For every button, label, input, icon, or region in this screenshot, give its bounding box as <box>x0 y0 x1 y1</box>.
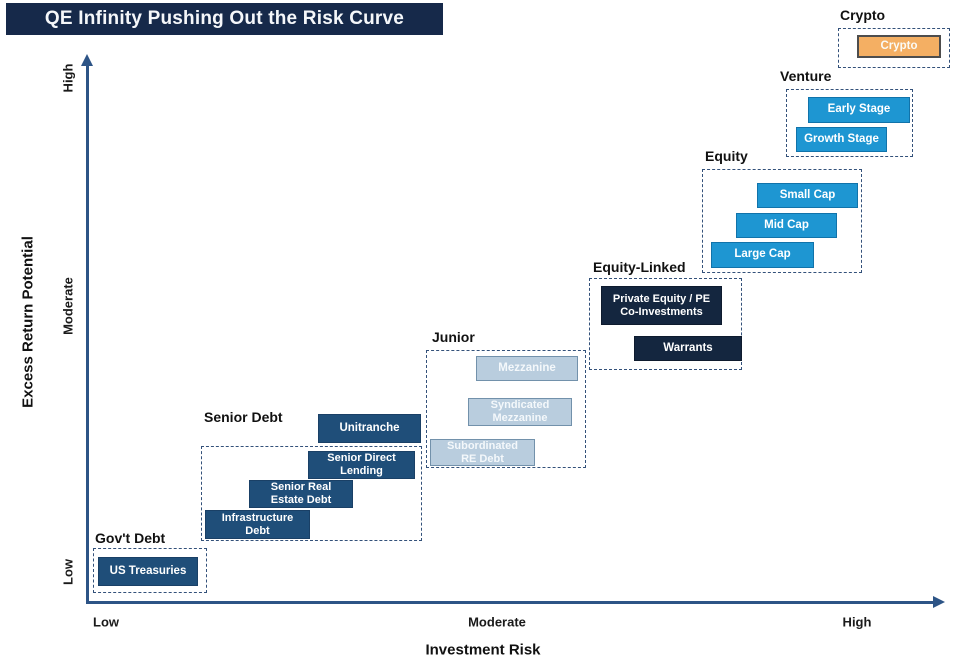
group-label-equity-linked: Equity-Linked <box>593 259 686 275</box>
x-axis-title: Investment Risk <box>425 641 541 659</box>
item-syndicated-mezzanine: Syndicated Mezzanine <box>468 398 572 426</box>
y-axis-title: Excess Return Potential <box>19 236 37 408</box>
y-tick-high: High <box>60 63 76 93</box>
item-private-equity-pe-co-investments: Private Equity / PE Co-Investments <box>601 286 722 325</box>
x-tick-low: Low <box>93 614 119 630</box>
item-mezzanine: Mezzanine <box>476 356 578 381</box>
item-growth-stage: Growth Stage <box>796 127 887 152</box>
y-axis-arrow-icon <box>81 54 93 66</box>
item-mid-cap: Mid Cap <box>736 213 837 238</box>
group-box-govt-debt <box>93 548 207 593</box>
item-small-cap: Small Cap <box>757 183 858 208</box>
y-axis-line <box>86 64 89 603</box>
group-label-junior: Junior <box>432 329 475 345</box>
item-crypto: Crypto <box>857 35 941 58</box>
item-early-stage: Early Stage <box>808 97 910 123</box>
group-box-junior <box>426 350 586 468</box>
x-axis-arrow-icon <box>933 596 945 608</box>
x-tick-high: High <box>842 614 872 630</box>
x-axis-line <box>86 601 935 604</box>
item-infrastructure-debt: Infrastructure Debt <box>205 510 310 539</box>
item-unitranche: Unitranche <box>318 414 421 443</box>
item-subordinated-re-debt: Subordinated RE Debt <box>430 439 535 466</box>
chart-title: QE Infinity Pushing Out the Risk Curve <box>6 3 443 35</box>
group-label-senior-debt: Senior Debt <box>204 409 283 425</box>
group-box-crypto <box>838 28 950 68</box>
x-tick-moderate: Moderate <box>468 614 526 630</box>
y-tick-moderate: Moderate <box>60 277 76 335</box>
y-tick-low: Low <box>60 559 76 585</box>
group-label-crypto: Crypto <box>840 7 886 23</box>
group-label-govt-debt: Gov't Debt <box>95 530 166 546</box>
group-box-equity-linked <box>589 278 742 370</box>
group-label-venture: Venture <box>780 68 832 84</box>
group-box-venture <box>786 89 913 157</box>
group-box-equity <box>702 169 862 273</box>
item-senior-real-estate-debt: Senior Real Estate Debt <box>249 480 353 508</box>
item-senior-direct-lending: Senior Direct Lending <box>308 451 415 479</box>
group-label-equity: Equity <box>705 148 748 164</box>
item-large-cap: Large Cap <box>711 242 814 268</box>
group-box-senior-debt <box>201 446 422 541</box>
item-us-treasuries: US Treasuries <box>98 557 198 586</box>
item-warrants: Warrants <box>634 336 742 361</box>
